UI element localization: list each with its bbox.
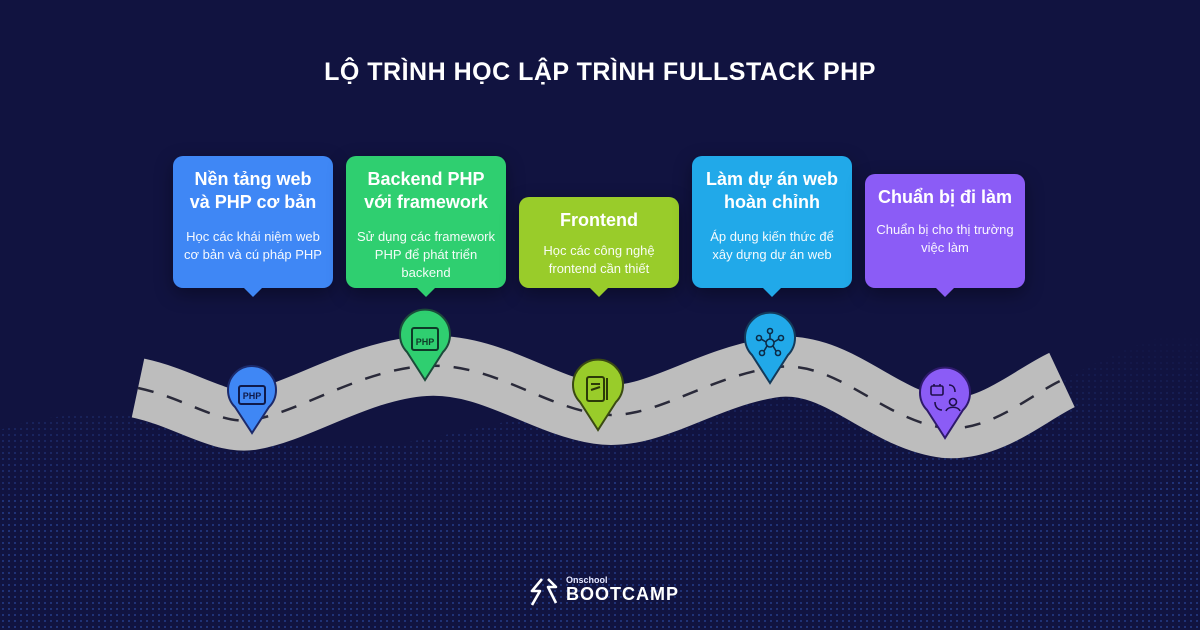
page-title: LỘ TRÌNH HỌC LẬP TRÌNH FULLSTACK PHP xyxy=(324,58,876,86)
brand-name: BOOTCAMP xyxy=(566,584,679,604)
frontend-icon xyxy=(586,376,608,402)
brand-logo: Onschool BOOTCAMP xyxy=(528,575,678,607)
step-card-5: Chuẩn bị đi làm Chuẩn bị cho thị trường … xyxy=(865,174,1025,297)
step-description: Sử dụng các framework PHP để phát triển … xyxy=(356,229,496,280)
step-card-2: Backend PHP với framework Sử dụng các fr… xyxy=(346,156,506,297)
step-title: Chuẩn bị đi làm xyxy=(877,187,1012,207)
pin-step-5 xyxy=(919,366,971,440)
step-description: Áp dụng kiến thức để xây dựng dự án web xyxy=(710,229,834,262)
card-pointer xyxy=(243,287,263,297)
card-pointer xyxy=(589,287,609,297)
bootcamp-logo-icon xyxy=(530,578,558,606)
network-icon xyxy=(755,327,785,357)
step-card-1: Nền tảng web và PHP cơ bản Học các khái … xyxy=(173,156,333,297)
card-pointer xyxy=(935,287,955,297)
svg-text:PHP: PHP xyxy=(416,337,435,347)
step-title: Backend PHP với framework xyxy=(364,169,488,212)
step-description: Học các khái niệm web cơ bản và cú pháp … xyxy=(184,229,322,262)
step-description: Học các công nghệ frontend cần thiết xyxy=(543,243,655,276)
card-pointer xyxy=(416,287,436,297)
pin-step-4 xyxy=(744,311,796,385)
php-icon: PHP xyxy=(238,385,266,405)
pin-step-3 xyxy=(572,358,624,432)
step-title: Frontend xyxy=(560,210,638,230)
step-title: Nền tảng web và PHP cơ bản xyxy=(189,169,317,212)
career-icon xyxy=(930,384,961,412)
step-title: Làm dự án web hoàn chỉnh xyxy=(705,169,839,212)
brand-subtitle: Onschool xyxy=(566,575,608,585)
step-description: Chuẩn bị cho thị trường việc làm xyxy=(876,222,1014,255)
step-card-3: Frontend Học các công nghệ frontend cần … xyxy=(519,197,679,297)
step-card-4: Làm dự án web hoàn chỉnh Áp dụng kiến th… xyxy=(692,156,852,297)
svg-text:PHP: PHP xyxy=(243,391,262,401)
php-icon: PHP xyxy=(411,327,439,351)
pin-step-1: PHP xyxy=(227,365,277,435)
pin-step-2: PHP xyxy=(399,308,451,382)
card-pointer xyxy=(762,287,782,297)
